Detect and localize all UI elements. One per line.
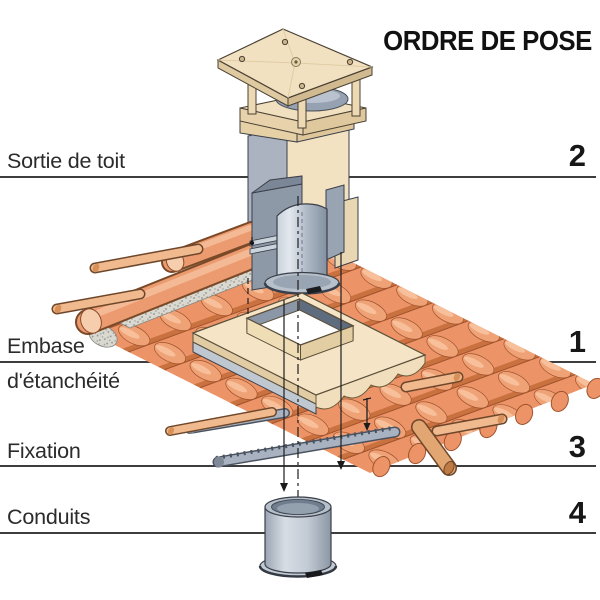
- alignment-guides: [247, 196, 372, 498]
- duct-clamp: [305, 570, 323, 578]
- curb-rim: [245, 298, 355, 346]
- fixing-screw-symbol: [362, 397, 372, 431]
- fixation-rails: [165, 407, 401, 468]
- flue-right-flap: [325, 184, 345, 261]
- base-skirt-wavy: [315, 354, 426, 410]
- flue-assembly: [249, 175, 359, 295]
- cap-screw: [298, 82, 306, 90]
- callout-line-fixation: [0, 465, 596, 467]
- cap-screw: [281, 38, 289, 46]
- step-number-3: 3: [568, 429, 586, 464]
- flange-clamp: [306, 286, 322, 294]
- cap-screw: [346, 58, 354, 66]
- label-etancheite: d'étanchéité: [7, 369, 120, 393]
- step-number-2: 2: [568, 138, 586, 173]
- step-number-1: 1: [568, 324, 586, 359]
- chimney-cap: [216, 28, 374, 136]
- duct-body: [264, 507, 332, 574]
- roof-battens-left: [51, 243, 204, 315]
- label-embase: Embase: [7, 334, 85, 358]
- page-title: ORDRE DE POSE: [383, 25, 592, 56]
- sealing-base: [191, 292, 427, 415]
- roof-battens-right: [400, 371, 508, 476]
- cap-screw: [238, 55, 246, 63]
- eave-scallops: [372, 377, 600, 478]
- label-fixation: Fixation: [7, 439, 81, 463]
- label-conduits: Conduits: [7, 505, 91, 529]
- bottom-duct: [258, 496, 338, 578]
- label-sortie-de-toit: Sortie de toit: [7, 149, 125, 173]
- step-number-4: 4: [568, 495, 586, 530]
